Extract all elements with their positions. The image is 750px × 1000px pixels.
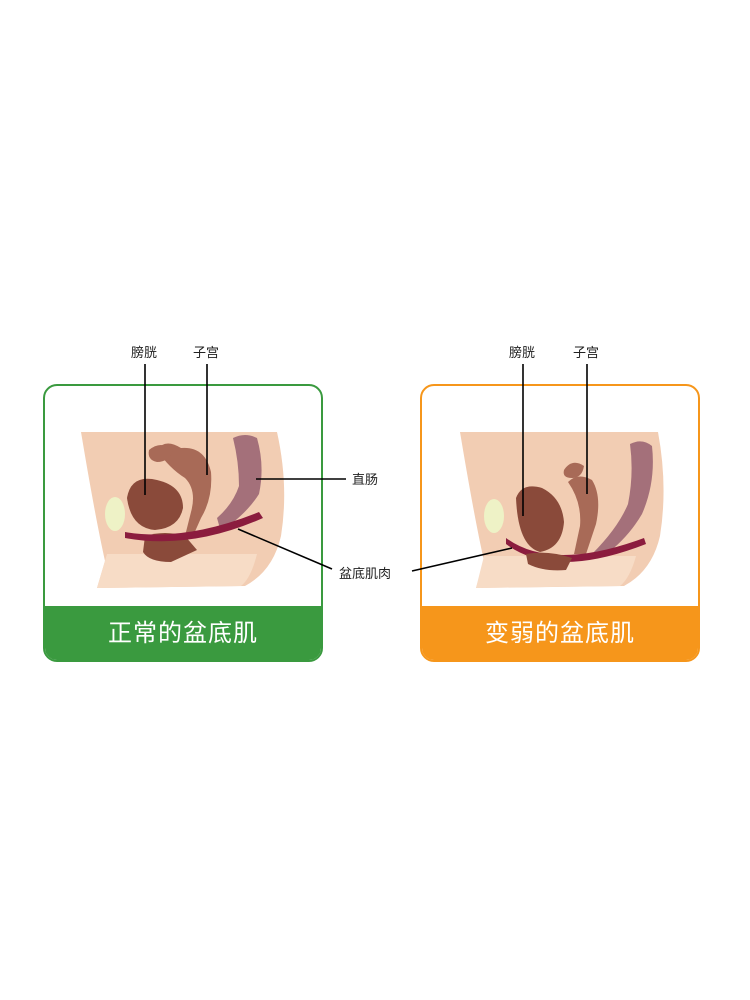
label-bladder-left: 膀胱: [131, 345, 157, 361]
label-uterus-left: 子宫: [193, 346, 219, 361]
label-rectum: 直肠: [352, 473, 378, 488]
leader-muscle-left: [237, 528, 333, 570]
bladder-shape: [516, 486, 564, 552]
uterus-shape: [568, 476, 599, 554]
rectum-shape: [217, 435, 262, 532]
normal-pelvic-floor-panel: 正常的盆底肌: [43, 384, 323, 662]
body-silhouette: [81, 432, 285, 588]
label-uterus-right: 子宫: [573, 346, 599, 361]
lower-body-shade: [476, 556, 636, 588]
leader-muscle-right: [411, 547, 513, 572]
weak-panel-caption: 变弱的盆底肌: [422, 606, 698, 660]
pelvic-floor-muscle-band: [125, 512, 263, 542]
bladder-shape: [127, 478, 183, 530]
label-bladder-right: 膀胱: [509, 345, 535, 361]
ovary-shape: [563, 462, 584, 478]
lower-body-shade: [97, 554, 257, 588]
ovary-shape: [148, 445, 173, 462]
pubic-bone: [105, 497, 125, 531]
uterus-shape: [157, 443, 212, 536]
rectum-shape: [592, 441, 653, 556]
pubic-bone: [484, 499, 504, 533]
normal-panel-caption: 正常的盆底肌: [45, 606, 321, 660]
normal-pelvis-illustration: [81, 432, 285, 588]
weak-pelvic-floor-panel: 变弱的盆底肌: [420, 384, 700, 662]
organ-outlets: [526, 552, 572, 571]
label-pelvic-floor-muscle: 盆底肌肉: [339, 566, 391, 582]
